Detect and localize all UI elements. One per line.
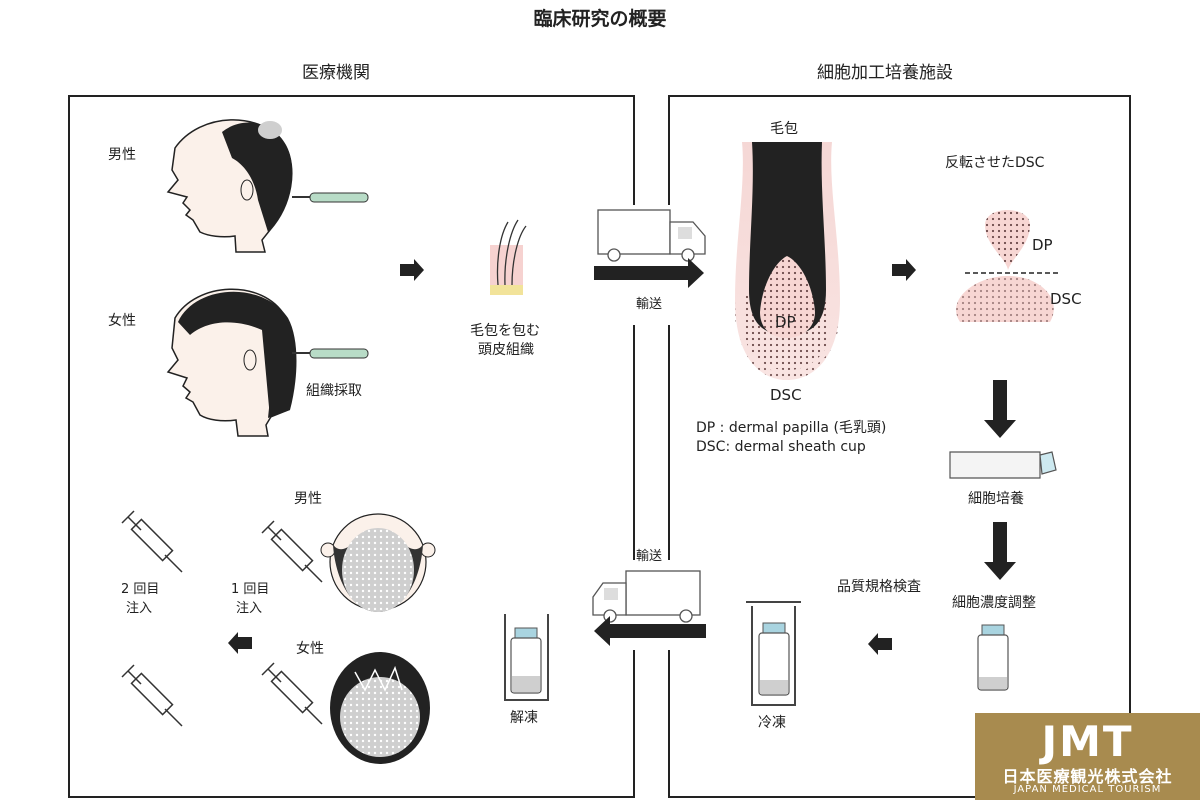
legend-dp: DP : dermal papilla (毛乳頭)	[696, 420, 887, 436]
label-dp: DP	[775, 313, 796, 331]
label-cell-culture: 細胞培養	[968, 491, 1024, 507]
female-head-icon	[166, 288, 297, 437]
scalp-tissue-icon	[490, 219, 527, 295]
section-cell-processing-facility: 細胞加工培養施設	[817, 63, 953, 83]
male-head-icon	[166, 119, 293, 253]
label-thawing: 解凍	[510, 710, 538, 726]
legend-dsc: DSC: dermal sheath cup	[696, 439, 866, 455]
label-inverted-dsc: 反転させたDSC	[945, 155, 1045, 171]
female-top-head-icon	[330, 652, 430, 764]
label-first-injection-2: 注入	[236, 601, 263, 616]
logo-name-en: JAPAN MEDICAL TOURISM	[1013, 784, 1162, 795]
syringe-icon-4	[121, 664, 183, 727]
label-scalp-tissue-1: 毛包を包む	[470, 323, 540, 339]
label-scalp-tissue-2: 頭皮組織	[478, 342, 534, 358]
label-transport-out: 輸送	[636, 297, 663, 312]
label-first-injection-1: 1 回目	[231, 582, 270, 597]
label-inverted-dsc-short: DSC	[1050, 290, 1082, 308]
jmt-logo: JMT 日本医療観光株式会社 JAPAN MEDICAL TOURISM	[975, 713, 1200, 800]
left-panel-frame	[68, 95, 635, 798]
label-freezing: 冷凍	[758, 715, 786, 731]
transport-arrow-out	[594, 258, 704, 288]
label-transport-back: 輸送	[636, 549, 663, 564]
label-female-top: 女性	[296, 641, 324, 657]
freezer-icon	[746, 601, 801, 706]
label-second-injection-1: 2 回目	[121, 582, 160, 597]
label-quality-inspection: 品質規格検査	[837, 579, 921, 595]
thaw-container-icon	[504, 614, 549, 701]
syringe-icon-2	[261, 662, 323, 725]
truck-return-icon	[592, 570, 701, 623]
diagram-title: 臨床研究の概要	[533, 8, 667, 30]
label-inverted-dp: DP	[1032, 236, 1053, 254]
label-female: 女性	[108, 313, 136, 329]
section-medical-institution: 医療機関	[302, 63, 370, 83]
logo-mark: JMT	[1041, 717, 1134, 766]
label-dsc: DSC	[770, 386, 802, 404]
right-panel-frame	[668, 95, 1131, 798]
inverted-dsc-icon	[956, 210, 1060, 322]
male-top-head-icon	[320, 513, 436, 612]
label-hair-follicle: 毛包	[770, 121, 798, 137]
punch-tool-icon-female	[292, 348, 369, 359]
arrow-down-1	[984, 380, 1016, 438]
label-tissue-collection: 組織採取	[306, 383, 362, 399]
logo-name-jp: 日本医療観光株式会社	[1002, 767, 1173, 786]
hair-follicle-icon	[735, 142, 840, 380]
arrow-left-injection	[228, 632, 252, 654]
truck-outbound-icon	[597, 209, 706, 262]
label-second-injection-2: 注入	[126, 601, 153, 616]
syringe-icon-3	[121, 510, 183, 573]
arrow-down-2	[984, 522, 1016, 580]
arrow-left-qc	[868, 633, 892, 655]
label-cell-concentration: 細胞濃度調整	[952, 595, 1036, 611]
punch-tool-icon-male	[292, 192, 369, 203]
arrow-right-1	[400, 259, 424, 281]
label-male: 男性	[108, 147, 136, 163]
arrow-right-2	[892, 259, 916, 281]
culture-flask-icon	[949, 451, 1057, 479]
transport-arrow-back	[594, 616, 706, 646]
vial-icon-adjusted	[977, 624, 1009, 691]
label-male-top: 男性	[294, 491, 322, 507]
syringe-icon-1	[261, 520, 323, 583]
